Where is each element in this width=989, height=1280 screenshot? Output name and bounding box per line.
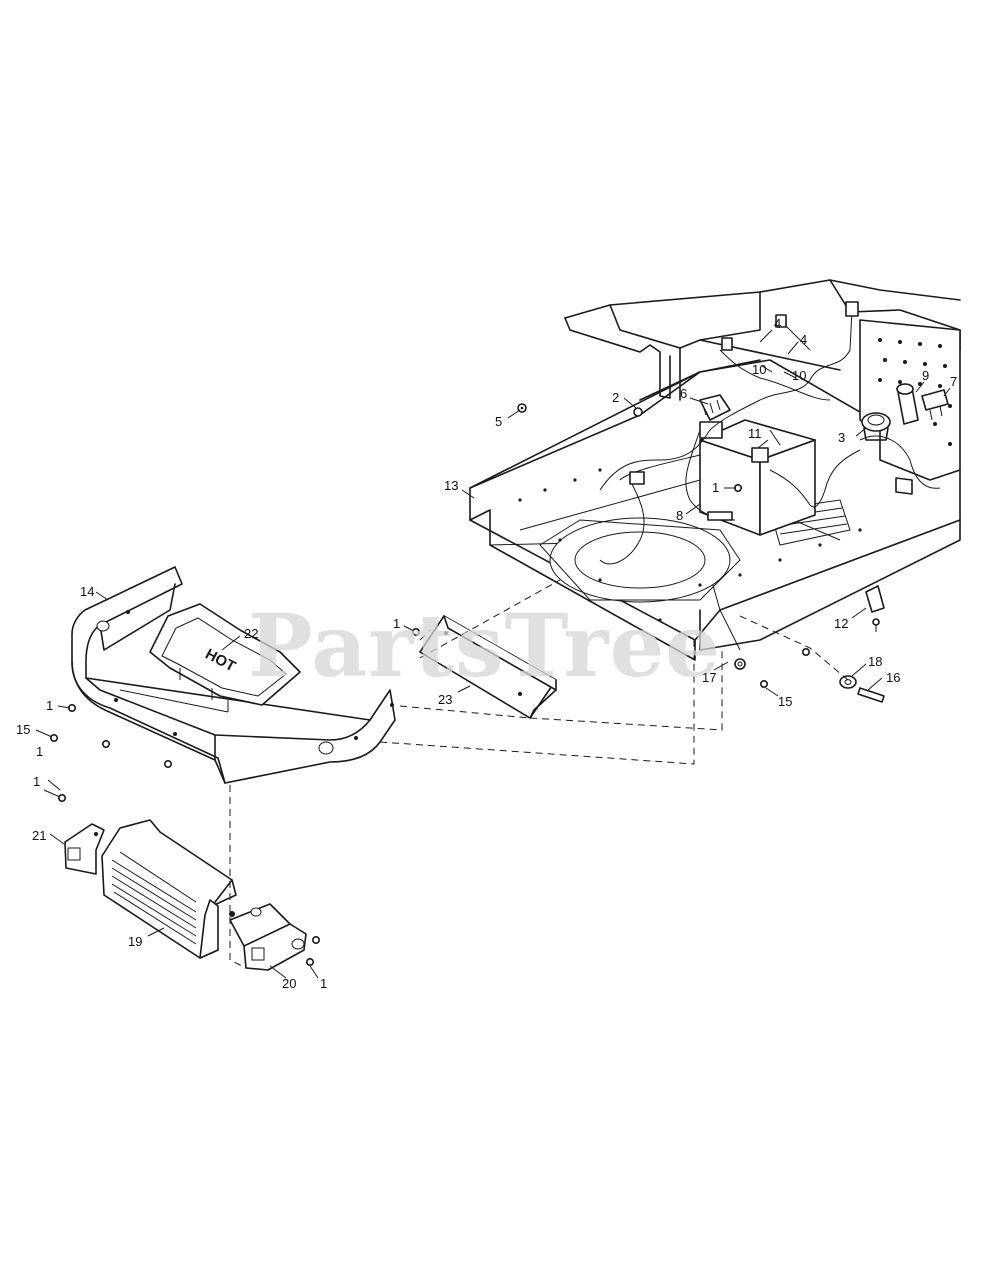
- washer: [734, 658, 746, 670]
- callout-1: 1: [320, 976, 327, 991]
- muffler-guard: [101, 819, 237, 959]
- spacer: [839, 675, 857, 689]
- callout-4: 4: [774, 316, 781, 331]
- callout-1: 1: [36, 744, 43, 759]
- guard-slots: [111, 851, 197, 945]
- callout-1: 1: [712, 480, 719, 495]
- callout-2: 2: [612, 390, 619, 405]
- callout-22: 22: [244, 626, 258, 641]
- ignition-and-switches: [861, 383, 949, 495]
- bolt: [801, 647, 811, 657]
- footplate-holes: [878, 338, 952, 446]
- callout-10: 10: [792, 368, 806, 383]
- callout-9: 9: [922, 368, 929, 383]
- callout-13: 13: [444, 478, 458, 493]
- callout-15: 15: [16, 722, 30, 737]
- bolt: [49, 733, 59, 743]
- callout-3: 3: [838, 430, 845, 445]
- wiring-harness: [599, 301, 941, 565]
- assembly-lines: [229, 579, 849, 969]
- bolt: [311, 935, 321, 945]
- callout-12: 12: [834, 616, 848, 631]
- hardware: [49, 403, 885, 967]
- callout-6: 6: [680, 386, 687, 401]
- nut: [633, 407, 643, 417]
- hot-heat-shield: HOT: [119, 603, 301, 713]
- deck-rivets: [518, 468, 862, 622]
- bolt: [163, 759, 173, 769]
- bolt: [101, 739, 111, 749]
- bolt: [305, 957, 315, 967]
- callout-1: 1: [393, 616, 400, 631]
- bolt: [57, 793, 67, 803]
- shield-plate: [419, 615, 557, 719]
- callout-labels: 1 1 1 1 1 2 3 4 4 5 6 7 8 9 10 10 11 12 …: [16, 316, 957, 991]
- callout-17: 17: [702, 670, 716, 685]
- leader-lines: [35, 329, 951, 979]
- callout-23: 23: [438, 692, 452, 707]
- callout-18: 18: [868, 654, 882, 669]
- callout-19: 19: [128, 934, 142, 949]
- callout-11: 11: [748, 426, 762, 441]
- callout-15: 15: [778, 694, 792, 709]
- bolt: [759, 679, 769, 689]
- callout-16: 16: [886, 670, 900, 685]
- callout-21: 21: [32, 828, 46, 843]
- callout-20: 20: [282, 976, 296, 991]
- key: [865, 585, 885, 613]
- callout-10: 10: [752, 362, 766, 377]
- pin: [857, 687, 885, 703]
- callout-4: 4: [800, 332, 807, 347]
- right-bracket: [229, 903, 307, 971]
- bolt: [411, 627, 421, 637]
- callout-1: 1: [46, 698, 53, 713]
- callout-5: 5: [495, 414, 502, 429]
- callout-1: 1: [33, 774, 40, 789]
- front-bumper: [71, 566, 396, 784]
- left-bracket: [64, 823, 105, 875]
- callout-7: 7: [950, 374, 957, 389]
- watermark-text: PartsTree: [248, 596, 721, 697]
- callout-14: 14: [80, 584, 94, 599]
- callout-8: 8: [676, 508, 683, 523]
